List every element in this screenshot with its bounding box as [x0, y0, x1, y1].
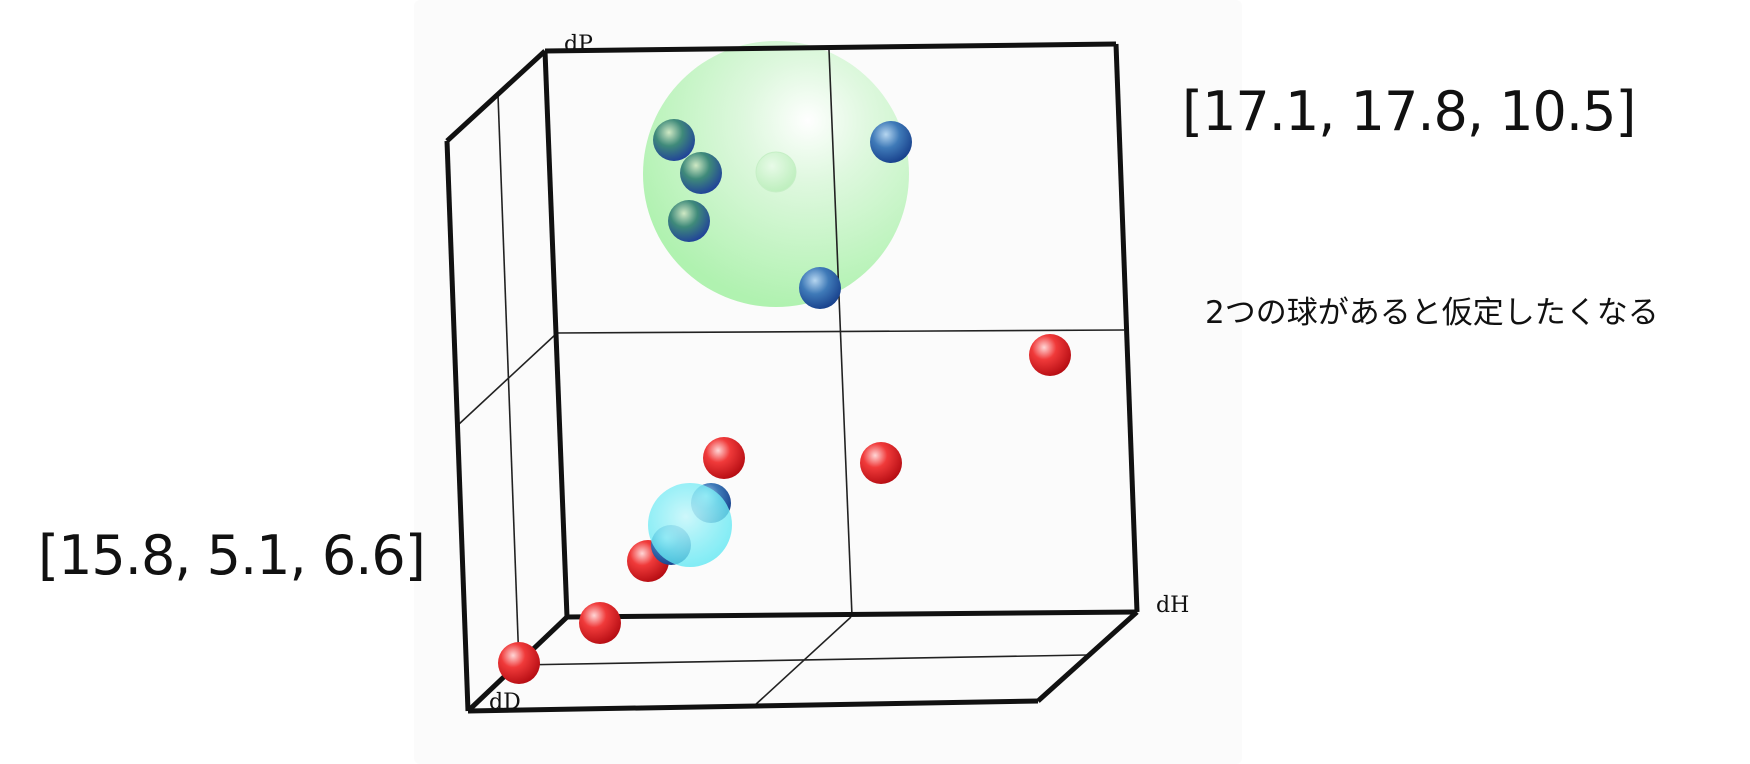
point-red-3 — [860, 442, 902, 484]
axis-label-dh: dH — [1156, 593, 1189, 618]
point-red-1 — [1029, 334, 1071, 376]
point-red-6 — [498, 642, 540, 684]
point-blue-2 — [680, 152, 722, 194]
point-red-2 — [703, 437, 745, 479]
annotation-text: 2つの球があると仮定したくなる — [1205, 295, 1659, 331]
scene-panel: dP dH dD — [414, 0, 1242, 764]
scene-3d: dP dH dD — [444, 32, 1189, 715]
top-sphere-center-label: [17.1, 17.8, 10.5] — [1182, 80, 1636, 143]
large-sphere-center — [755, 151, 797, 193]
bottom-sphere-center-label: [15.8, 5.1, 6.6] — [38, 524, 426, 587]
cube-frame — [444, 41, 1140, 714]
axis-label-dp: dP — [564, 32, 593, 57]
small-sphere — [648, 483, 732, 567]
axis-label-dd: dD — [489, 690, 521, 715]
point-blue-1 — [653, 119, 695, 161]
point-red-5 — [579, 602, 621, 644]
grid-lines — [457, 49, 1125, 707]
point-blue-3 — [668, 200, 710, 242]
point-blue-4 — [870, 121, 912, 163]
point-blue-5 — [799, 267, 841, 309]
